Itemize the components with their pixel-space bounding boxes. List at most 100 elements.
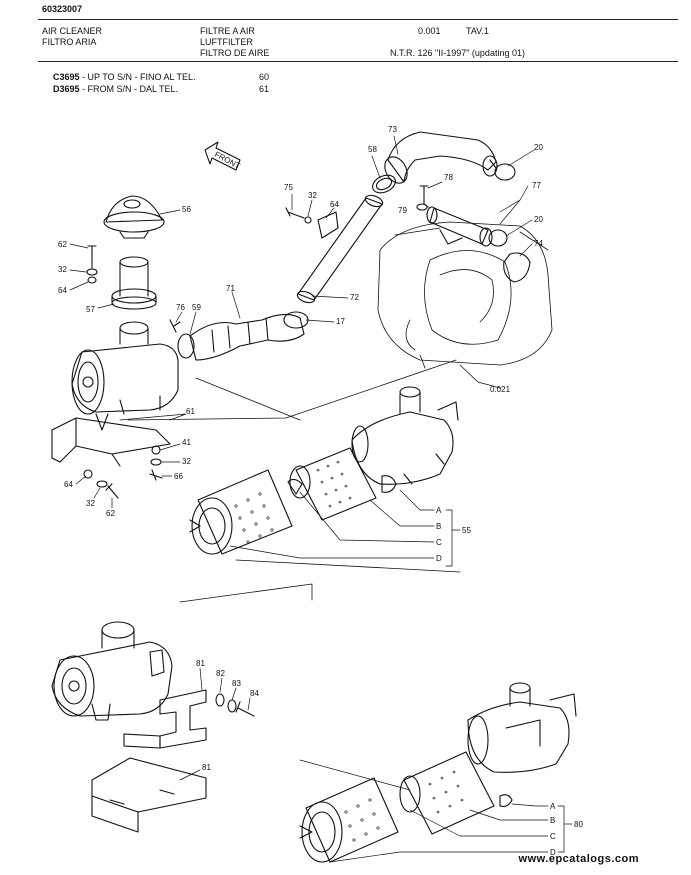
- leader-lines-lower-left: [179, 667, 251, 781]
- label-20: 20: [534, 143, 543, 152]
- label-56: 56: [182, 205, 191, 214]
- label-73: 73: [388, 125, 397, 134]
- part-64-nut-bottom: [83, 469, 93, 479]
- part-75-bolt: [285, 207, 305, 219]
- label-64-bottom: 64: [64, 480, 73, 489]
- label-c: C: [436, 538, 442, 547]
- part-84-bolt: [235, 701, 255, 717]
- part-72-intake-pipe: [296, 194, 384, 304]
- label-75: 75: [284, 183, 293, 192]
- part-b-inner-cartridge-80: [399, 751, 495, 835]
- part-78-bolt: [419, 185, 429, 205]
- title-french: FILTRE A AIR: [200, 26, 255, 36]
- label-81-lower: 81: [202, 763, 211, 772]
- part-64-bracket: [317, 211, 339, 239]
- label-20-lower: 20: [534, 215, 543, 224]
- part-a-evacuator-valve: [381, 475, 397, 493]
- serial-code: D3695: [53, 84, 80, 94]
- part-81-mounting-bracket-lower: [91, 757, 207, 833]
- part-79-washer: [416, 203, 428, 211]
- label-59: 59: [192, 303, 201, 312]
- header-rule-top: [38, 19, 678, 20]
- callout-lines: [127, 359, 461, 573]
- label-32-mid: 32: [182, 457, 191, 466]
- part-64-nut-left: [87, 276, 97, 284]
- title-english: AIR CLEANER: [42, 26, 103, 36]
- label-81: 81: [196, 659, 205, 668]
- part-32-washer-mid: [150, 458, 162, 466]
- label-32-bottom: 32: [86, 499, 95, 508]
- part-20-hose-clamp-top: [489, 159, 516, 181]
- title-spanish: FILTRO DE AIRE: [200, 48, 270, 58]
- serial-number-61: 61: [259, 84, 270, 94]
- front-direction-arrow: FRONT: [204, 141, 242, 171]
- part-32-washer-left: [86, 268, 98, 276]
- part-56-precleaner-cap: [103, 195, 165, 239]
- part-83-lock-washer: [227, 699, 237, 713]
- leader-lines-upper: [69, 135, 535, 509]
- part-labels: 73 20 58 78 77 79 20 74 75 32 64 56 62 3…: [58, 125, 583, 857]
- table-number: TAV.1: [466, 26, 489, 36]
- part-17-clamp: [283, 311, 309, 329]
- watermark-text: www.epcatalogs.com: [518, 853, 639, 865]
- part-59-clamp: [177, 333, 195, 359]
- part-77-hose: [426, 206, 493, 247]
- ref-label-0021: 0.021: [490, 385, 511, 394]
- label-c-80: C: [550, 832, 556, 841]
- part-71-flex-hose: [189, 313, 305, 361]
- part-81-mounting-bracket-upper: [123, 689, 207, 749]
- label-d: D: [436, 554, 442, 563]
- label-71: 71: [226, 284, 235, 293]
- serial-text: - UP TO S/N - FINO AL TEL.: [79, 72, 196, 82]
- ntr-note: N.T.R. 126 "II-1997" (updating 01): [390, 48, 525, 58]
- label-32-left: 32: [58, 265, 67, 274]
- label-82: 82: [216, 669, 225, 678]
- air-filter-housing-lower: [51, 621, 173, 721]
- label-b: B: [436, 522, 441, 531]
- label-74: 74: [534, 239, 543, 248]
- label-84: 84: [250, 689, 259, 698]
- part-61-bracket: [51, 417, 171, 467]
- label-58: 58: [368, 145, 377, 154]
- air-filter-housing-exploded: [351, 386, 459, 485]
- part-d-outer-cartridge-80: [299, 777, 399, 863]
- serial-code: C3695: [53, 72, 80, 82]
- label-a-80: A: [550, 802, 556, 811]
- label-62: 62: [58, 240, 67, 249]
- label-77: 77: [532, 181, 541, 190]
- label-61: 61: [186, 407, 195, 416]
- label-17: 17: [336, 317, 345, 326]
- catalog-number: 60323007: [42, 4, 83, 14]
- serial-range-from: D3695 - FROM S/N - DAL TEL.: [53, 84, 178, 94]
- part-c-wing-nut: [287, 478, 303, 495]
- part-74-elbow: [503, 252, 531, 283]
- title-german: LUFTFILTER: [200, 37, 253, 47]
- header-rule-bottom: [38, 61, 678, 62]
- label-41: 41: [182, 438, 191, 447]
- label-b-80: B: [550, 816, 555, 825]
- reference-code: 0.001: [418, 26, 441, 36]
- label-57: 57: [86, 305, 95, 314]
- label-64-left: 64: [58, 286, 67, 295]
- part-82-washer: [215, 693, 225, 707]
- serial-range-up-to: C3695 - UP TO S/N - FINO AL TEL.: [53, 72, 196, 82]
- engine-block-outline: [377, 221, 553, 389]
- part-73-elbow-hose: [384, 131, 498, 184]
- air-filter-housing-80: [467, 682, 577, 773]
- label-55: 55: [462, 526, 471, 535]
- part-41-nut: [151, 445, 161, 455]
- label-83: 83: [232, 679, 241, 688]
- label-64: 64: [330, 200, 339, 209]
- part-32-washer-bottom: [96, 480, 108, 488]
- part-20-hose-clamp-lower: [488, 229, 508, 247]
- leader-lines-55: [229, 489, 461, 567]
- label-76: 76: [176, 303, 185, 312]
- label-66: 66: [174, 472, 183, 481]
- part-62-bolt-upper: [87, 245, 97, 269]
- part-32-washer: [304, 216, 312, 224]
- callout-line-lower: [179, 583, 313, 603]
- label-d-80: D: [550, 848, 556, 857]
- label-78: 78: [444, 173, 453, 182]
- title-italian: FILTRO ARIA: [42, 37, 97, 47]
- label-32: 32: [308, 191, 317, 200]
